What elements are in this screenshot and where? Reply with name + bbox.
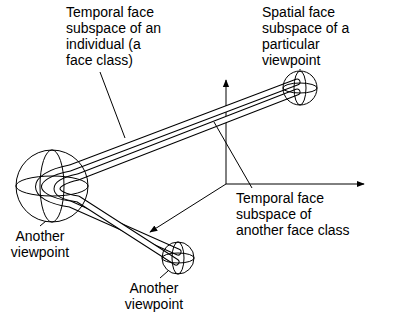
annotation-label: Temporal face subspace of an individual … [66,4,170,68]
leader-line [160,271,168,278]
axis-vertical [226,80,227,184]
leader-lines [40,69,300,278]
leader-line [300,69,301,70]
annotation-label: Another viewpoint [116,280,192,312]
leader-line [40,221,46,226]
annotation-label: Spatial face subspace of a particular vi… [262,4,358,68]
annotation-label: Another viewpoint [4,228,76,260]
sphere-large [16,150,88,222]
leader-line [214,122,252,188]
axis-horizontal [226,184,364,185]
annotation-label: Temporal face subspace of another face c… [236,190,358,238]
axis-diagonal [150,184,226,232]
sphere-lower [162,242,194,274]
leader-line [100,72,125,138]
sphere-upper [283,71,317,105]
